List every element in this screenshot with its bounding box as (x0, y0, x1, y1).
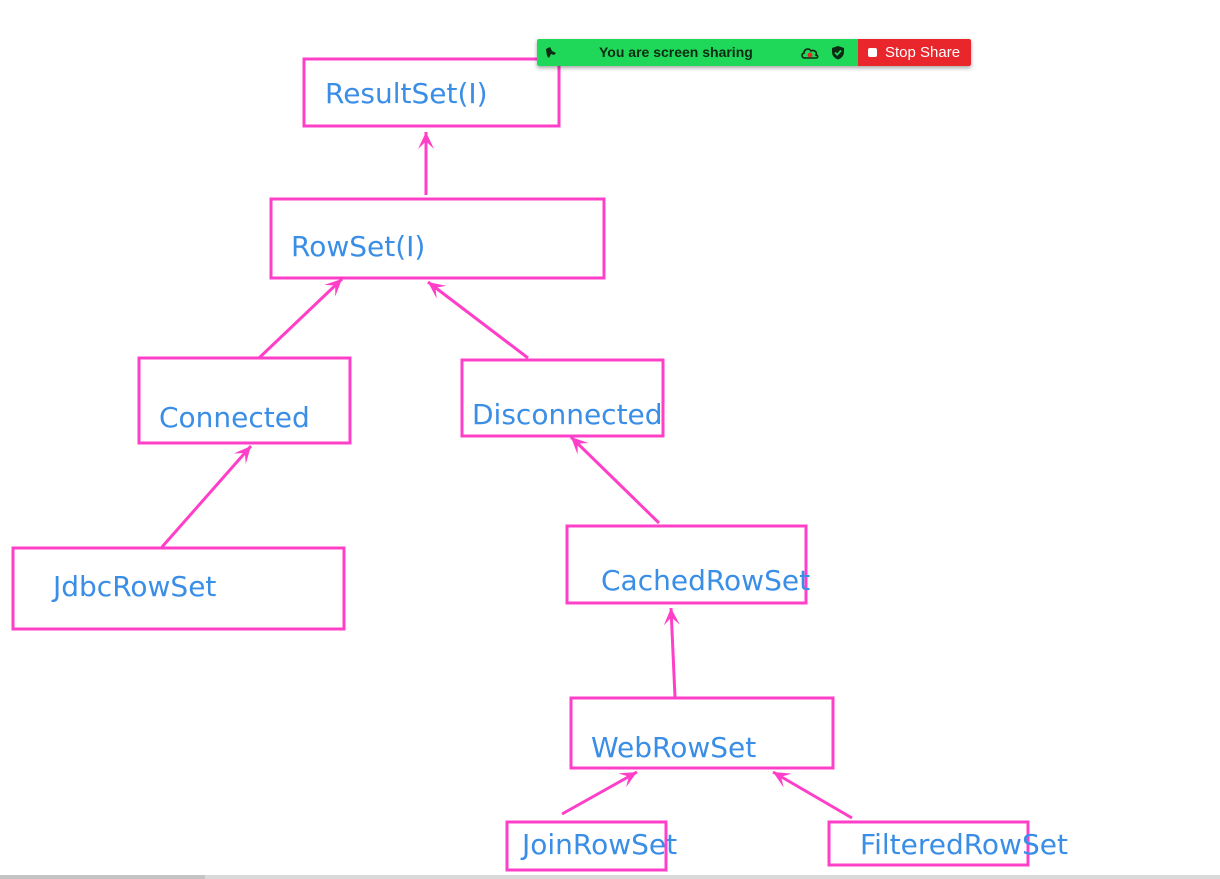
node-rowset: RowSet(I) (269, 197, 606, 280)
node-webrowset-box (569, 696, 835, 770)
stop-share-button[interactable]: Stop Share (858, 39, 971, 66)
shield-icon[interactable] (831, 45, 845, 60)
node-filteredrowset: FilteredRowSet (827, 820, 1068, 867)
node-jdbcrowset-label: JdbcRowSet (51, 570, 216, 603)
share-status-text: You are screen sharing (599, 44, 753, 60)
edge-disconnected-to-rowset (427, 280, 529, 360)
stop-share-label: Stop Share (885, 44, 961, 61)
node-joinrowset-label: JoinRowSet (520, 828, 677, 861)
node-disconnected-box (460, 358, 665, 438)
edge-filteredrowset-to-webrowset (772, 770, 853, 820)
screen-share-bar: You are screen sharing Stop Share (537, 39, 971, 66)
arrowhead-connected-to-rowset (324, 279, 342, 297)
arrowhead-cachedrowset-to-disconnected (571, 437, 589, 455)
arrowhead-webrowset-to-cachedrowset (663, 608, 680, 626)
node-disconnected: Disconnected (460, 358, 665, 438)
diagram-edges (160, 132, 853, 820)
cloud-record-icon[interactable] (800, 45, 820, 60)
edge-jdbcrowset-to-connected (160, 445, 253, 548)
node-filteredrowset-box (827, 820, 1030, 867)
edge-connected-to-rowset (257, 277, 344, 360)
node-cachedrowset-label: CachedRowSet (601, 564, 810, 597)
arrowhead-jdbcrowset-to-connected (233, 446, 251, 465)
node-webrowset-label: WebRowSet (591, 731, 756, 764)
node-connected-label: Connected (159, 401, 310, 434)
arrowhead-rowset-to-resultset (418, 132, 434, 149)
node-connected: Connected (137, 356, 352, 445)
node-rowset-box (269, 197, 606, 280)
arrowhead-joinrowset-to-webrowset (618, 772, 637, 788)
bottom-divider (0, 875, 1220, 879)
bottom-divider-segment (0, 875, 205, 879)
node-rowset-label: RowSet(I) (291, 230, 425, 263)
edge-joinrowset-to-webrowset (561, 770, 638, 816)
node-jdbcrowset: JdbcRowSet (11, 546, 346, 631)
node-resultset-box (302, 57, 561, 128)
arrowhead-disconnected-to-rowset (428, 282, 447, 299)
node-resultset: ResultSet(I) (302, 57, 561, 128)
share-status-area[interactable]: You are screen sharing (537, 39, 858, 66)
edge-cachedrowset-to-disconnected (569, 435, 661, 525)
node-joinrowset-box (505, 820, 668, 872)
node-joinrowset: JoinRowSet (505, 820, 677, 872)
edge-webrowset-to-cachedrowset (669, 607, 677, 698)
arrowhead-filteredrowset-to-webrowset (773, 772, 792, 788)
node-disconnected-label: Disconnected (472, 398, 663, 431)
node-cachedrowset-box (565, 524, 808, 605)
node-connected-box (137, 356, 352, 445)
node-webrowset: WebRowSet (569, 696, 835, 770)
node-filteredrowset-label: FilteredRowSet (860, 828, 1068, 861)
node-cachedrowset: CachedRowSet (565, 524, 810, 605)
node-jdbcrowset-box (11, 546, 346, 631)
node-resultset-label: ResultSet(I) (325, 77, 488, 110)
grip-icon[interactable] (544, 46, 558, 60)
stop-icon (868, 48, 877, 57)
